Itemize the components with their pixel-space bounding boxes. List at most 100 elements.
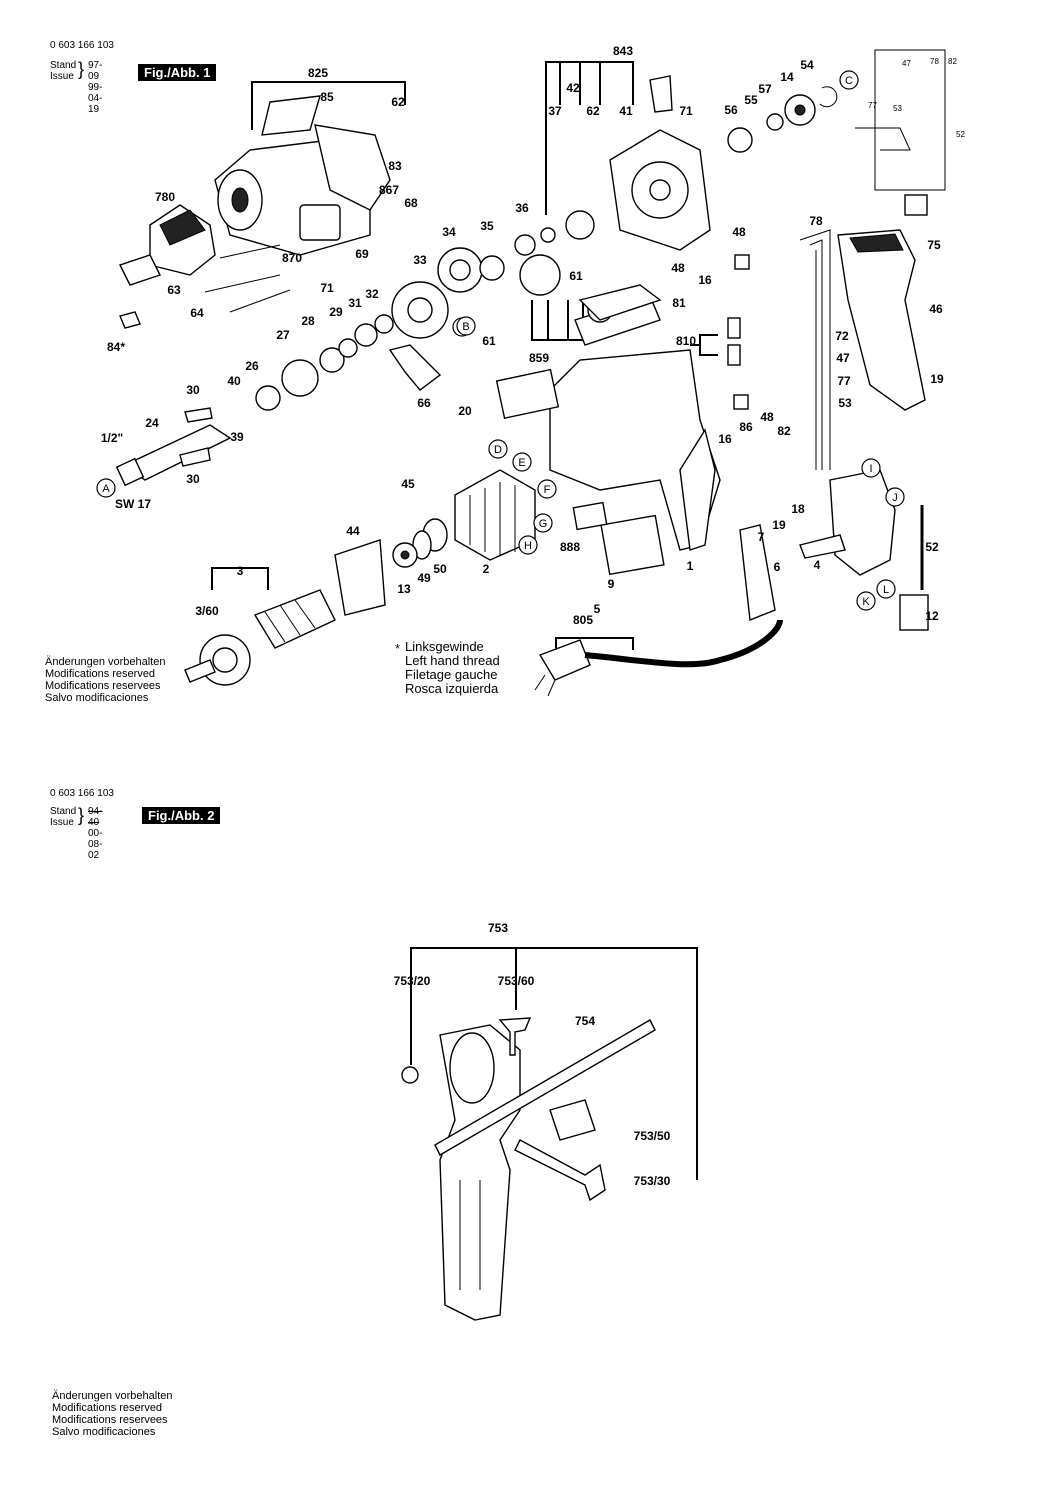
- part-number-label: 24: [145, 416, 159, 430]
- intermediate-housing: [609, 75, 711, 251]
- note-line: Änderungen vorbehalten: [52, 1390, 173, 1402]
- part-number-label: 52: [925, 540, 939, 554]
- part-number-label: 84*: [107, 340, 125, 354]
- part-number-label: 48: [671, 261, 685, 275]
- bracket-825: [251, 81, 406, 130]
- thread-note-star: *: [395, 641, 401, 656]
- motor-armature-icon: [184, 589, 336, 686]
- part-number-label: 33: [413, 253, 427, 267]
- part-number-label: 31: [348, 296, 362, 310]
- callout-circle: [885, 487, 905, 507]
- part-number-label: 805: [573, 613, 593, 627]
- part-number-label: 72: [835, 329, 849, 343]
- part-number-label: 42: [566, 81, 580, 95]
- part-number-label: 1: [687, 559, 694, 573]
- callout-letter: E: [518, 457, 525, 469]
- part-number-label: 47: [836, 351, 850, 365]
- part-number-label: 870: [282, 251, 302, 265]
- figure1-part-number: 0 603 166 103: [50, 40, 114, 51]
- part-number-label: 888: [560, 540, 580, 554]
- part-number-label: 29: [329, 305, 343, 319]
- note-line: Modifications reservees: [45, 680, 161, 692]
- callout-circle: [518, 535, 538, 555]
- note-line: Änderungen vorbehalten: [45, 656, 166, 668]
- brush-holder: [727, 317, 741, 339]
- part-number-label: 3: [237, 564, 244, 578]
- switch-icon: [799, 469, 896, 576]
- part-number-label: SW 17: [115, 497, 151, 511]
- depth-stop-icon: [401, 1017, 656, 1321]
- callout-circle: [456, 316, 476, 336]
- figure2-stand-block: Stand Issue } 94-40 00-08-02: [50, 806, 102, 861]
- part-number-label: 57: [758, 82, 772, 96]
- part-number-label: 78: [809, 214, 823, 228]
- part-number-label: 4: [814, 558, 821, 572]
- thread-note: * Linksgewinde Left hand thread Filetage…: [395, 639, 500, 696]
- part-number-label: 82: [777, 424, 791, 438]
- thread-note-line: Left hand thread: [405, 653, 500, 668]
- callout-circle: [512, 452, 532, 472]
- part-number-label: 825: [308, 66, 328, 80]
- part-number-label: 32: [365, 287, 379, 301]
- bracket-805: [555, 637, 634, 650]
- part-number-label: 56: [724, 103, 738, 117]
- part-number-label: 867: [379, 183, 399, 197]
- schem-52: 52: [956, 130, 965, 139]
- part-number-label: 19: [930, 372, 944, 386]
- wire-bundle: [799, 229, 831, 470]
- part-number-label: 810: [676, 334, 696, 348]
- note-line: Modifications reserved: [52, 1402, 163, 1414]
- callout-circle: [856, 591, 876, 611]
- part-number-label: 16: [698, 273, 712, 287]
- part-number-label: 61: [569, 269, 583, 283]
- part-number-label: 28: [301, 314, 315, 328]
- part-number-label: 62: [391, 95, 405, 109]
- callout-letter: A: [102, 483, 110, 495]
- part-number-label: 843: [613, 44, 633, 58]
- schem-78: 78: [930, 57, 939, 66]
- part-number-label: 41: [619, 104, 633, 118]
- note-line: Modifications reserved: [45, 668, 156, 680]
- callout-circle: [537, 479, 557, 499]
- part-number-label: 54: [800, 58, 814, 72]
- part-number-label: 69: [355, 247, 369, 261]
- bracket-843: [545, 61, 634, 215]
- part-number-label: 49: [417, 571, 431, 585]
- callout-circle: [488, 439, 508, 459]
- part-number-label: 55: [744, 93, 758, 107]
- part-number-label: 753: [488, 921, 508, 935]
- capacitor-12: [899, 594, 929, 631]
- part-number-label: 30: [186, 383, 200, 397]
- thread-note-line: Rosca izquierda: [405, 681, 499, 696]
- figure1-issue-value: 99-04-19: [88, 82, 103, 115]
- brush-cover-81: [578, 284, 662, 321]
- gear-icon: [391, 210, 595, 339]
- part-number-label: 86: [739, 420, 753, 434]
- screw-84: [119, 311, 141, 329]
- callout-circle: [839, 70, 859, 90]
- figure1-issue-label: Issue: [50, 71, 74, 82]
- figure1-label: Fig./Abb. 1: [138, 64, 217, 81]
- part-number-label: 40: [227, 374, 241, 388]
- callout-letter: J: [892, 492, 898, 504]
- part-number-label: 30: [186, 472, 200, 486]
- lever-66: [388, 344, 442, 391]
- part-number-label: 46: [929, 302, 943, 316]
- note-line: Modifications reservees: [52, 1414, 168, 1426]
- figure2-part-number: 0 603 166 103: [50, 788, 114, 799]
- part-number-label: 14: [780, 70, 794, 84]
- callout-circle: [96, 478, 116, 498]
- drill-chuck-icon: [119, 204, 216, 286]
- part-number-label: 71: [320, 281, 334, 295]
- schem-77: 77: [868, 101, 877, 110]
- motor-housing: [549, 295, 721, 551]
- part-number-label: 36: [515, 201, 529, 215]
- callout-letter: G: [539, 518, 548, 530]
- callout-letter: I: [869, 463, 872, 475]
- callout-circle: [876, 579, 896, 599]
- thread-note-line: Linksgewinde: [405, 639, 484, 654]
- callout-circle: [533, 513, 553, 533]
- part-number-label: 75: [927, 238, 941, 252]
